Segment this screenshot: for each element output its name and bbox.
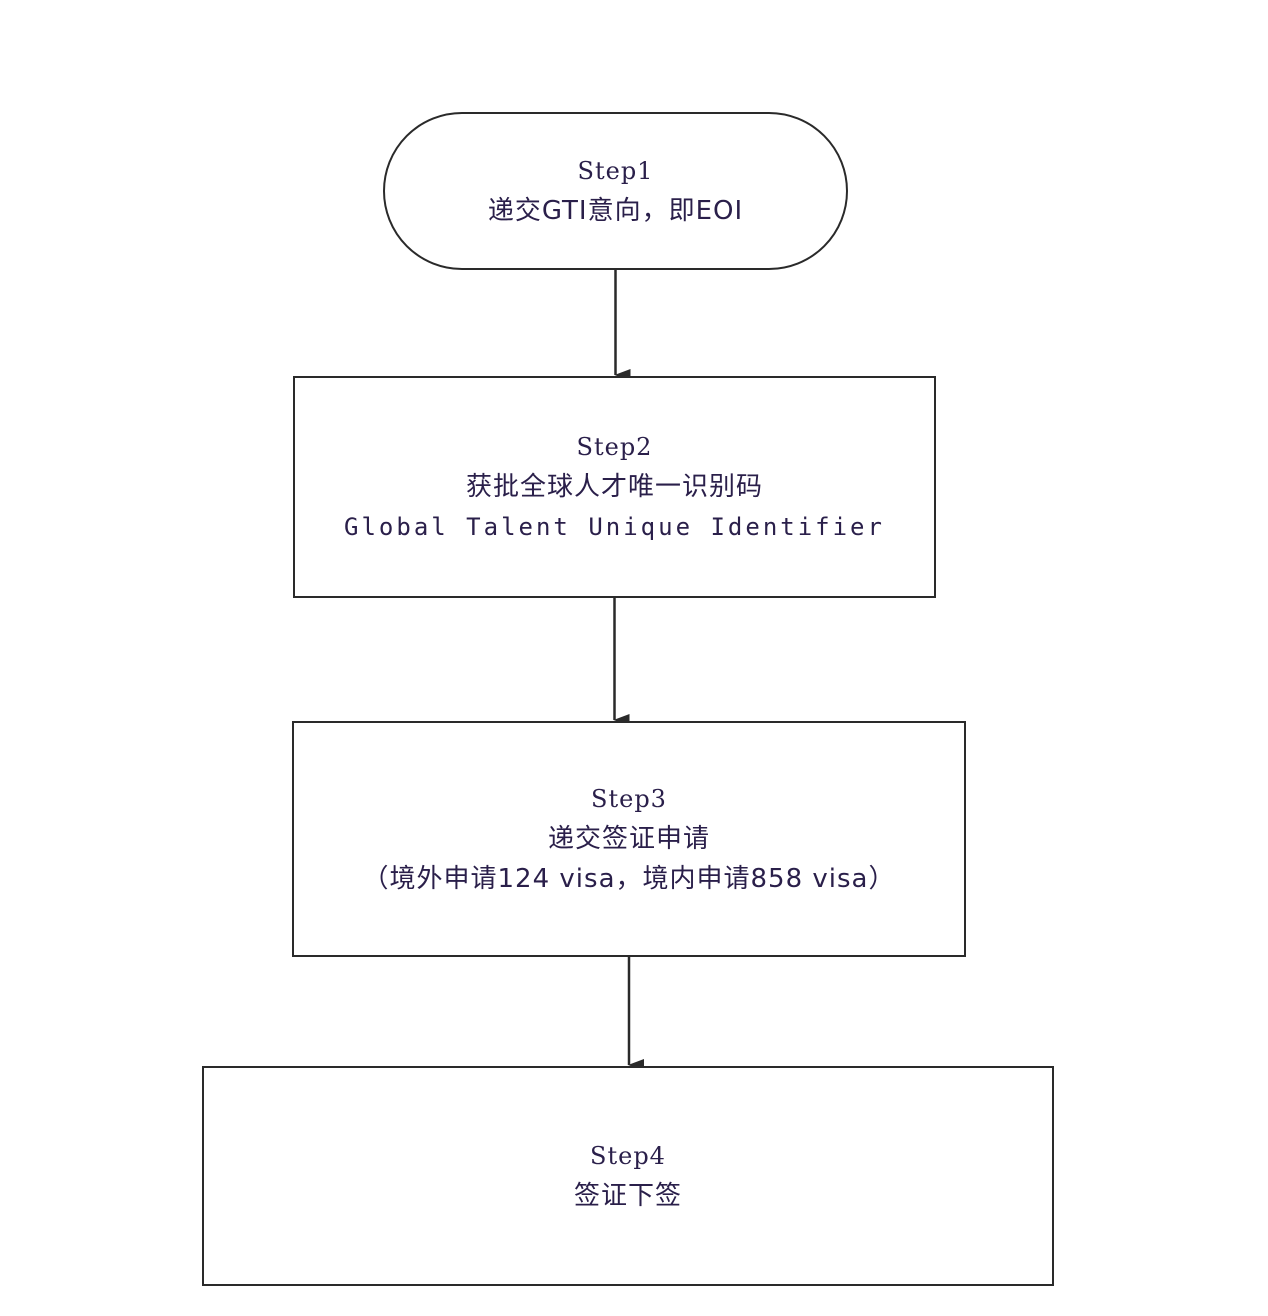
step3-node: Step3 递交签证申请 （境外申请124 visa，境内申请858 visa）	[292, 721, 966, 957]
step2-english-description: Global Talent Unique Identifier	[344, 513, 885, 541]
step4-description: 签证下签	[573, 1181, 682, 1211]
step1-node: Step1 递交GTI意向，即EOI	[383, 112, 848, 270]
step3-note: （境外申请124 visa，境内申请858 visa）	[362, 864, 896, 894]
step2-description: 获批全球人才唯一识别码	[465, 472, 763, 502]
step4-node: Step4 签证下签	[202, 1066, 1054, 1286]
step1-description: 递交GTI意向，即EOI	[487, 196, 744, 226]
step2-node: Step2 获批全球人才唯一识别码 Global Talent Unique I…	[293, 376, 936, 598]
step3-description: 递交签证申请	[547, 824, 710, 854]
step2-title: Step2	[576, 433, 653, 461]
step1-title: Step1	[577, 157, 654, 185]
step4-title: Step4	[590, 1142, 666, 1170]
step3-title: Step3	[591, 785, 667, 813]
